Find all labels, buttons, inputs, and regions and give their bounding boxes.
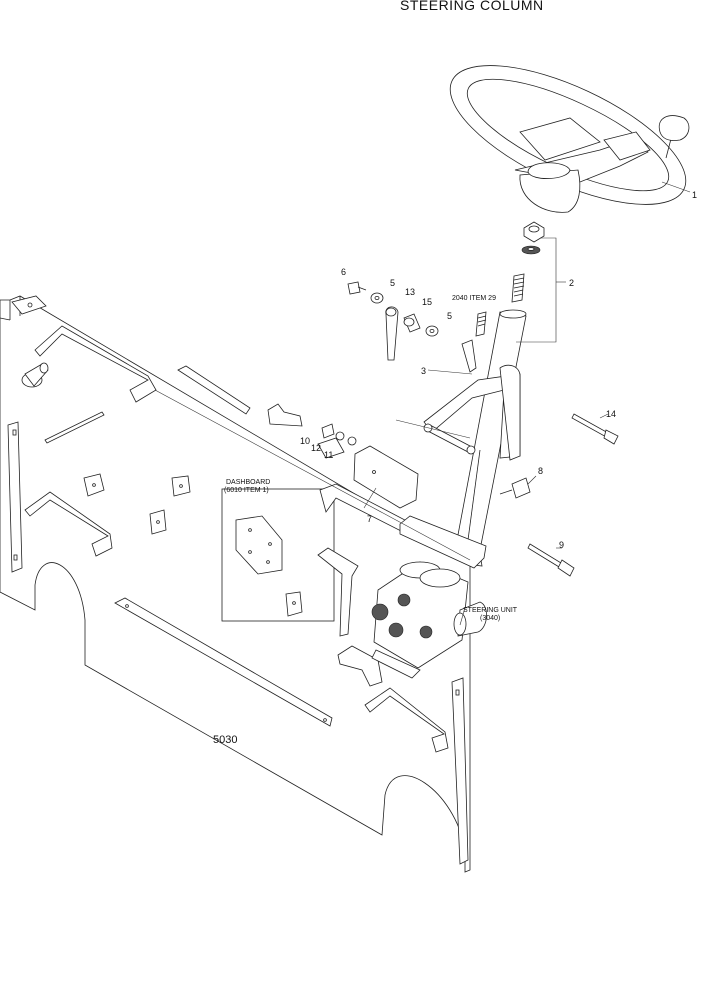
ref-2040: 2040 ITEM 29 (452, 295, 496, 302)
callout-14: 14 (606, 409, 616, 419)
callout-10: 10 (300, 436, 310, 446)
steering-column (399, 273, 527, 569)
callout-5b: 5 (447, 311, 452, 321)
page-title: STEERING COLUMN (400, 0, 544, 13)
callout-8: 8 (538, 466, 543, 476)
callout-13: 13 (405, 287, 415, 297)
panel-number: 5030 (213, 734, 237, 746)
callout-9: 9 (559, 540, 564, 550)
callout-6: 6 (341, 267, 346, 277)
steering-wheel (449, 65, 690, 213)
dashboard-detail (221, 488, 335, 622)
small-hardware (317, 281, 619, 577)
ref-steering-unit: STEERING UNIT (463, 607, 518, 614)
callout-7: 7 (367, 514, 372, 524)
callout-3: 3 (421, 366, 426, 376)
callout-5a: 5 (390, 278, 395, 288)
leader-lines (154, 181, 691, 626)
callout-2: 2 (569, 278, 574, 288)
callout-12: 12 (311, 443, 321, 453)
steering-unit (371, 561, 487, 679)
callout-11: 11 (324, 450, 333, 460)
ref-dashboard-item: (6010 ITEM 1) (224, 487, 269, 494)
callouts: 1 2 3 5 5 6 7 8 9 10 11 12 13 14 15 2040… (213, 190, 697, 746)
ref-steering-unit-code: (3040) (480, 615, 500, 622)
column-nut (521, 221, 545, 255)
dash-panel-5030 (0, 295, 471, 873)
callout-1: 1 (692, 190, 697, 200)
ref-dashboard: DASHBOARD (226, 479, 270, 486)
callout-15: 15 (422, 297, 432, 307)
